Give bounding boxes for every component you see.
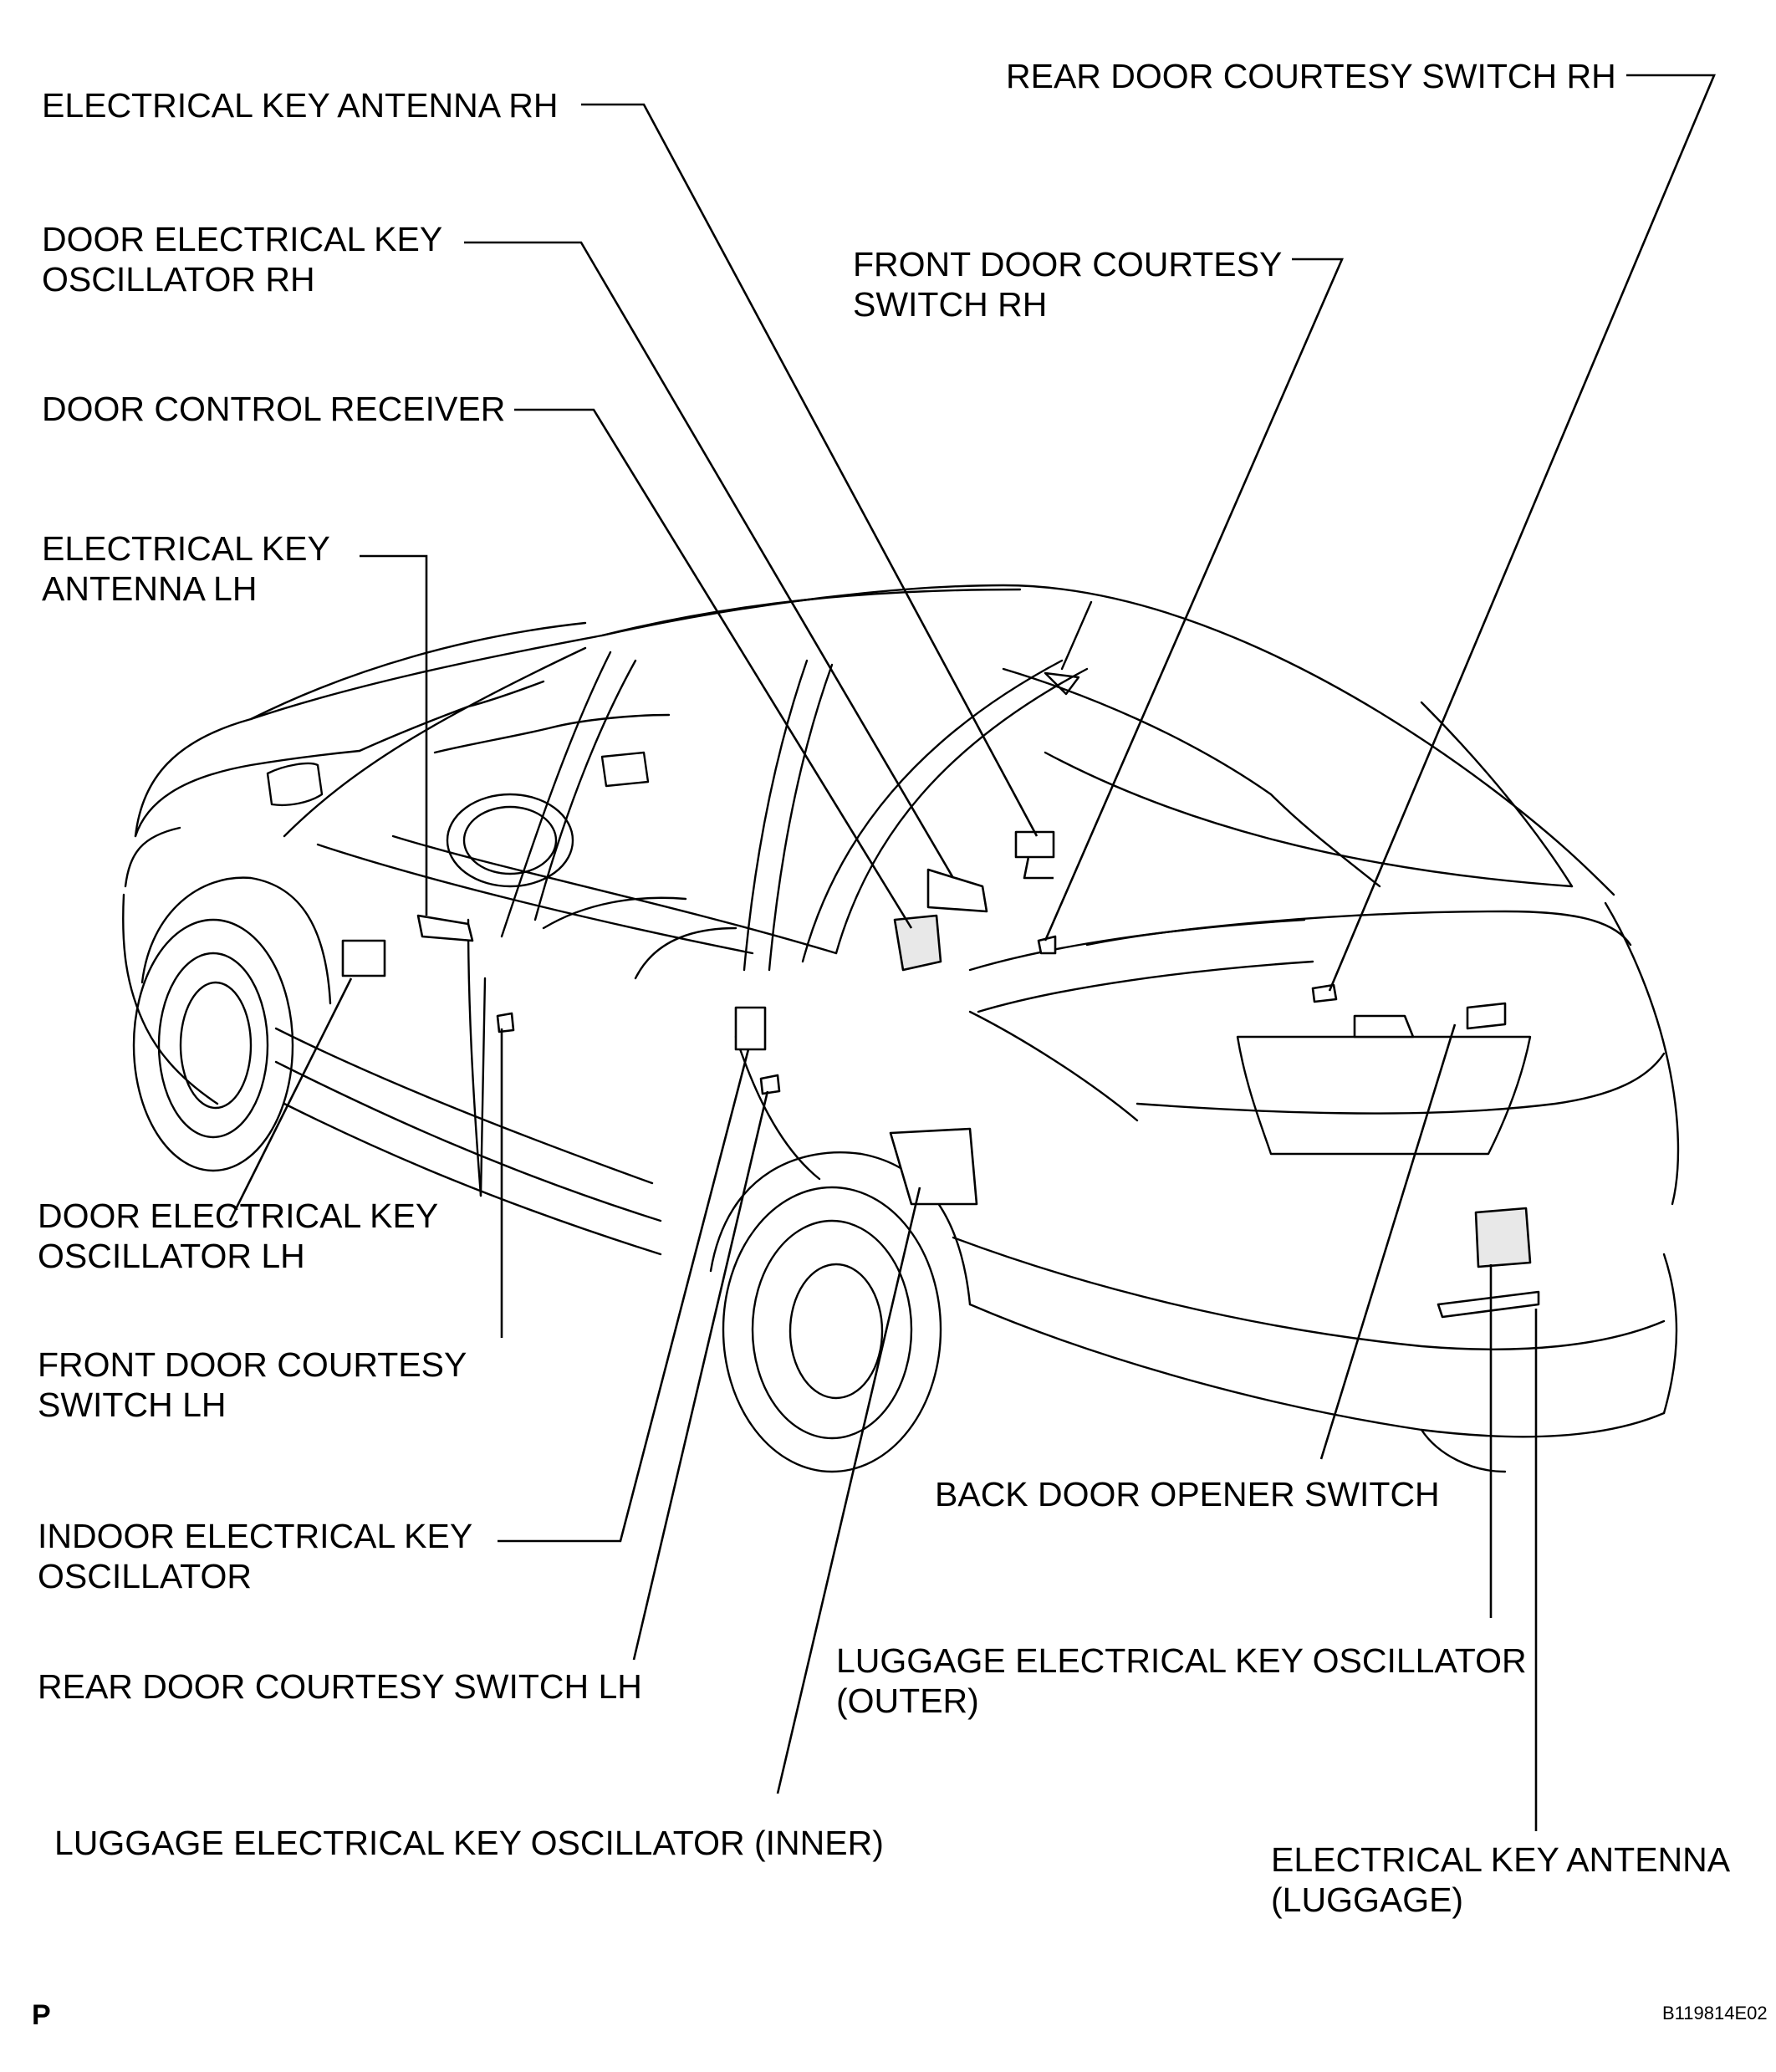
leader-rear-door-courtesy-switch-lh	[632, 1090, 769, 1661]
leader-door-electrical-key-oscillator-rh	[464, 241, 955, 879]
label-front-door-courtesy-switch-lh: FRONT DOOR COURTESY SWITCH LH	[38, 1345, 467, 1424]
label-back-door-opener-switch: BACK DOOR OPENER SWITCH	[935, 1475, 1440, 1513]
label-rear-door-courtesy-switch-lh: REAR DOOR COURTESY SWITCH LH	[38, 1667, 642, 1706]
leader-luggage-electrical-key-oscillator-inner	[776, 1187, 921, 1794]
luggage-electrical-key-oscillator-inner-part	[889, 1127, 978, 1206]
door-electrical-key-oscillator-rh-part	[926, 868, 988, 913]
leader-electrical-key-antenna-rh	[581, 103, 1039, 837]
figure-code: B119814E02	[1662, 2003, 1768, 2024]
leader-rear-door-courtesy-switch-rh	[1328, 74, 1716, 992]
label-front-door-courtesy-switch-rh: FRONT DOOR COURTESY SWITCH RH	[853, 245, 1283, 324]
label-door-electrical-key-oscillator-lh: DOOR ELECTRICAL KEY OSCILLATOR LH	[38, 1197, 439, 1275]
electrical-key-antenna-luggage-part	[1437, 1290, 1540, 1319]
corner-mark: P	[32, 1999, 51, 2031]
label-door-control-receiver: DOOR CONTROL RECEIVER	[42, 390, 506, 428]
label-indoor-electrical-key-oscillator: INDOOR ELECTRICAL KEY OSCILLATOR	[38, 1517, 473, 1595]
leader-front-door-courtesy-switch-rh	[1044, 258, 1344, 942]
front-door-courtesy-switch-lh-part	[496, 1012, 515, 1033]
electrical-key-antenna-rh-bracket	[1023, 856, 1054, 880]
label-electrical-key-antenna-luggage: ELECTRICAL KEY ANTENNA (LUGGAGE)	[1271, 1840, 1731, 1919]
electrical-key-antenna-lh-part	[416, 914, 474, 942]
front-door-courtesy-switch-rh-part	[1037, 935, 1057, 955]
door-electrical-key-oscillator-lh-part	[341, 939, 386, 977]
leader-back-door-opener-switch	[1319, 1023, 1457, 1460]
leader-electrical-key-antenna-lh	[360, 554, 428, 916]
car-outline	[122, 584, 1680, 1473]
indoor-electrical-key-oscillator-part	[734, 1006, 767, 1051]
electrical-key-antenna-rh-part	[1014, 830, 1055, 859]
leader-lines	[228, 74, 1716, 1831]
component-parts	[341, 830, 1540, 1319]
label-electrical-key-antenna-lh: ELECTRICAL KEY ANTENNA LH	[42, 529, 330, 608]
back-door-opener-switch-connector	[1466, 1002, 1507, 1030]
label-electrical-key-antenna-rh: ELECTRICAL KEY ANTENNA RH	[42, 86, 559, 125]
door-control-receiver-part	[893, 914, 942, 972]
back-door-opener-switch-part	[1353, 1014, 1415, 1039]
luggage-electrical-key-oscillator-outer-part	[1474, 1207, 1532, 1268]
label-rear-door-courtesy-switch-rh: REAR DOOR COURTESY SWITCH RH	[1006, 57, 1616, 95]
label-luggage-electrical-key-oscillator-outer: LUGGAGE ELECTRICAL KEY OSCILLATOR (OUTER…	[836, 1641, 1527, 1720]
leader-door-control-receiver	[514, 408, 913, 929]
leader-door-electrical-key-oscillator-lh	[228, 977, 353, 1222]
rear-door-courtesy-switch-rh-part	[1311, 983, 1338, 1003]
label-door-electrical-key-oscillator-rh: DOOR ELECTRICAL KEY OSCILLATOR RH	[42, 220, 443, 299]
label-luggage-electrical-key-oscillator-inner: LUGGAGE ELECTRICAL KEY OSCILLATOR (INNER…	[54, 1824, 884, 1862]
rear-door-courtesy-switch-lh-part	[759, 1074, 781, 1095]
leader-indoor-electrical-key-oscillator	[498, 1049, 750, 1543]
